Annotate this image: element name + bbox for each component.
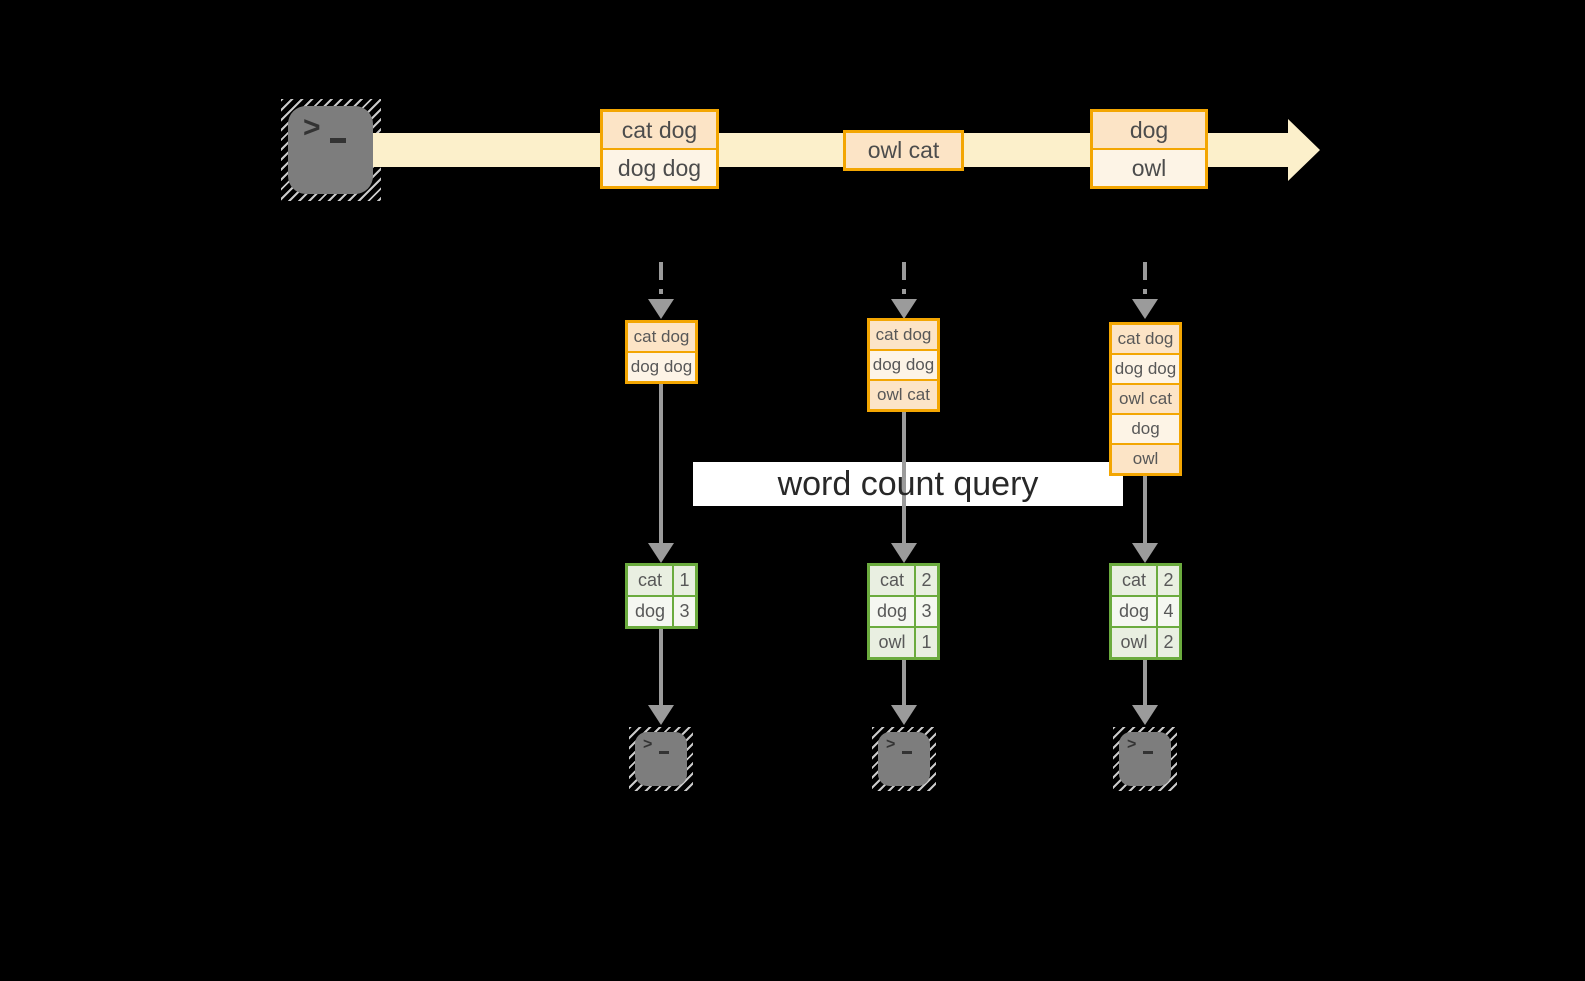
count-cell: 2 [916, 566, 937, 595]
down-arrow-icon [1132, 543, 1158, 563]
count-cell: 4 [1158, 597, 1179, 626]
window-cell: cat dog [628, 323, 695, 351]
event-cell: cat dog [603, 112, 716, 148]
down-arrow-icon [891, 543, 917, 563]
event-cell: owl [1093, 150, 1205, 186]
word-cell: dog [870, 597, 914, 626]
connector-line [1143, 660, 1147, 705]
window-stack-2: cat dog dog dog owl cat [867, 318, 940, 412]
count-cell: 3 [916, 597, 937, 626]
prompt-icon: > [303, 111, 321, 144]
window-cell: dog [1112, 415, 1179, 443]
terminal-icon: > [878, 732, 930, 786]
down-arrow-icon [1132, 705, 1158, 725]
connector-line [902, 660, 906, 705]
stream-event-box-3: dog owl [1090, 109, 1208, 189]
stream-event-box-1: cat dog dog dog [600, 109, 719, 189]
window-cell: dog dog [628, 353, 695, 381]
count-cell: 1 [674, 566, 695, 595]
event-cell: dog [1093, 112, 1205, 148]
count-table-2: cat 2 dog 3 owl 1 [867, 563, 940, 660]
word-cell: owl [870, 628, 914, 657]
count-cell: 1 [916, 628, 937, 657]
right-arrow-icon [1288, 119, 1320, 181]
count-cell: 2 [1158, 628, 1179, 657]
connector-line [659, 384, 663, 543]
stream-event-box-2: owl cat [843, 130, 964, 171]
down-arrow-icon [891, 705, 917, 725]
window-stack-1: cat dog dog dog [625, 320, 698, 384]
down-arrow-icon [891, 299, 917, 319]
word-cell: cat [870, 566, 914, 595]
dashed-line [902, 262, 906, 294]
prompt-icon: > [1127, 736, 1137, 753]
window-cell: owl [1112, 445, 1179, 473]
window-cell: dog dog [870, 351, 937, 379]
down-arrow-icon [648, 299, 674, 319]
connector-line [659, 629, 663, 705]
window-cell: owl cat [870, 381, 937, 409]
prompt-icon: > [886, 736, 896, 753]
word-cell: cat [1112, 566, 1156, 595]
window-cell: cat dog [870, 321, 937, 349]
connector-line [1143, 476, 1147, 543]
terminal-icon: > [635, 732, 687, 786]
down-arrow-icon [648, 543, 674, 563]
dashed-line [659, 262, 663, 294]
window-cell: dog dog [1112, 355, 1179, 383]
cursor-icon [1143, 751, 1153, 754]
down-arrow-icon [1132, 299, 1158, 319]
dashed-line [1143, 262, 1147, 294]
window-cell: owl cat [1112, 385, 1179, 413]
window-cell: cat dog [1112, 325, 1179, 353]
query-label: word count query [777, 465, 1039, 503]
count-table-1: cat 1 dog 3 [625, 563, 698, 629]
terminal-icon: > [288, 106, 373, 194]
cursor-icon [330, 138, 346, 143]
count-cell: 3 [674, 597, 695, 626]
word-cell: cat [628, 566, 672, 595]
down-arrow-icon [648, 705, 674, 725]
terminal-icon: > [1119, 732, 1171, 786]
event-cell: dog dog [603, 150, 716, 186]
count-table-3: cat 2 dog 4 owl 2 [1109, 563, 1182, 660]
word-cell: dog [1112, 597, 1156, 626]
prompt-icon: > [643, 736, 653, 753]
word-cell: dog [628, 597, 672, 626]
query-band [693, 462, 1123, 506]
count-cell: 2 [1158, 566, 1179, 595]
cursor-icon [659, 751, 669, 754]
cursor-icon [902, 751, 912, 754]
connector-line [902, 412, 906, 543]
event-cell: owl cat [846, 133, 961, 168]
window-stack-3: cat dog dog dog owl cat dog owl [1109, 322, 1182, 476]
word-cell: owl [1112, 628, 1156, 657]
